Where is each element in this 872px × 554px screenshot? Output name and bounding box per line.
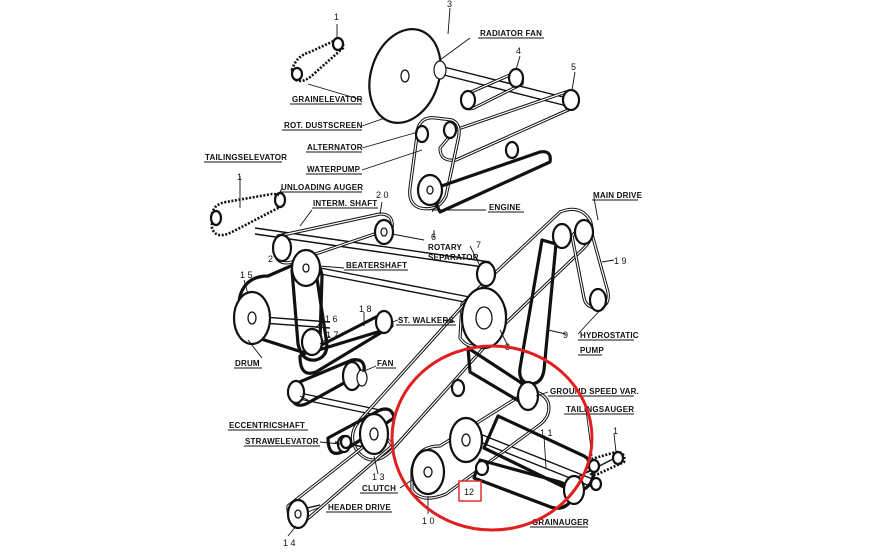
label-hydrostatic-line1: HYDROSTATIC — [580, 331, 639, 340]
number-4: 4 — [516, 46, 521, 56]
pulleys — [209, 28, 625, 530]
number-13: 1 3 — [372, 472, 385, 482]
label-st-walkers: ST. WALKERS — [398, 316, 454, 325]
number-2: 2 — [268, 254, 273, 264]
label-alternator: ALTERNATOR — [307, 143, 363, 152]
number-1-left: 1 — [237, 172, 242, 182]
label-unloading-auger: UNLOADING AUGER — [281, 183, 363, 192]
label-ground-speed-var: GROUND SPEED VAR. — [550, 387, 639, 396]
leader-lines — [239, 7, 617, 537]
label-tailings-auger: TAILINGSAUGER — [566, 405, 634, 414]
number-14: 1 4 — [283, 538, 296, 548]
label-rot-dustscreen: ROT. DUSTSCREEN — [284, 121, 363, 130]
label-drum: DRUM — [235, 359, 260, 368]
number-20: 2 0 — [376, 190, 389, 200]
number-17: 1 7 — [326, 330, 339, 340]
highlight-annotation: 12 — [390, 344, 594, 532]
number-5: 5 — [571, 62, 576, 72]
number-6: 6 — [431, 232, 436, 242]
label-main-drive: MAIN DRIVE — [593, 191, 643, 200]
label-waterpump: WATERPUMP — [307, 165, 361, 174]
number-1-right: 1 — [613, 426, 618, 436]
number-3: 3 — [447, 0, 452, 9]
number-10: 1 0 — [422, 516, 435, 526]
label-grain-auger: GRAINAUGER — [532, 518, 589, 527]
label-hydrostatic-line2: PUMP — [580, 346, 604, 355]
label-beatershaft: BEATERSHAFT — [346, 261, 407, 270]
label-straw-elevator: STRAWELEVATOR — [245, 437, 319, 446]
part-numbers: 1 3 4 5 1 2 0 2 6 7 1 9 1 5 1 6 1 7 1 8 … — [237, 0, 627, 548]
label-rotary-separator-line2: SEPARATOR — [428, 253, 479, 262]
callout-box-12 — [458, 480, 482, 502]
label-fan: FAN — [377, 359, 394, 368]
highlight-circle — [390, 344, 594, 532]
label-clutch: CLUTCH — [362, 484, 396, 493]
number-16: 1 6 — [325, 314, 338, 324]
number-1-top: 1 — [334, 12, 339, 22]
label-interm-shaft: INTERM. SHAFT — [313, 199, 377, 208]
number-9: 9 — [563, 330, 568, 340]
label-tailing-elevator: TAILINGSELEVATOR — [205, 153, 287, 162]
number-11: 1 1 — [540, 428, 553, 438]
label-eccentric-shaft: ECCENTRICSHAFT — [229, 421, 305, 430]
label-grain-elevator: GRAINELEVATOR — [292, 95, 363, 104]
label-rotary-separator-line1: ROTARY — [428, 243, 463, 252]
label-engine: ENGINE — [489, 203, 521, 212]
number-18: 1 8 — [359, 304, 372, 314]
label-radiator-fan: RADIATOR FAN — [480, 29, 542, 38]
number-19: 1 9 — [614, 256, 627, 266]
label-header-drive: HEADER DRIVE — [328, 503, 391, 512]
number-15: 1 5 — [240, 270, 253, 280]
component-labels: GRAINELEVATOR ROT. DUSTSCREEN ALTERNATOR… — [205, 29, 643, 527]
number-7: 7 — [476, 240, 481, 250]
label-underlines — [204, 37, 638, 528]
callout-number-12: 12 — [464, 487, 474, 497]
